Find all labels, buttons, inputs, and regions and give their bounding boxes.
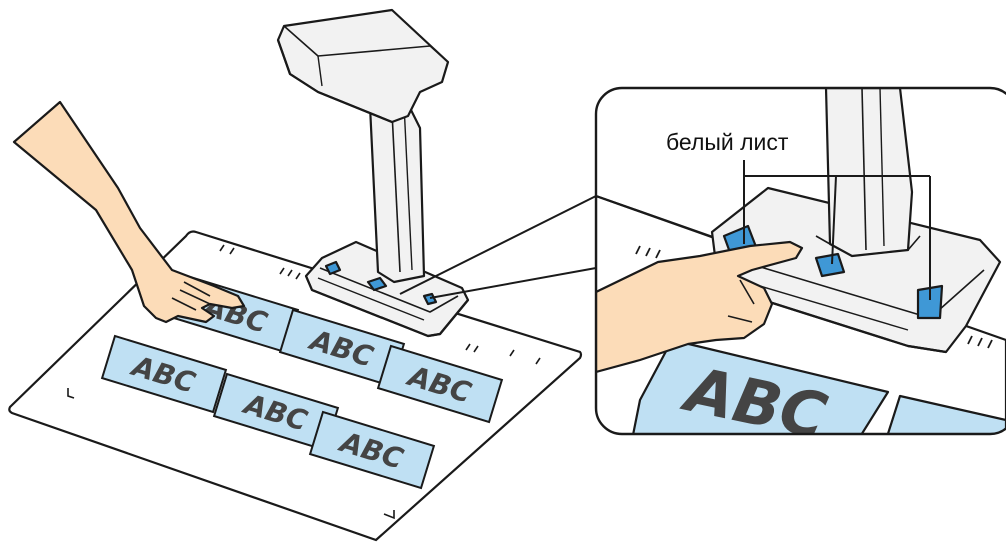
callout-label: белый лист [666,129,789,155]
hand-icon [14,102,244,322]
callout-zoom: ABC [596,88,1006,453]
